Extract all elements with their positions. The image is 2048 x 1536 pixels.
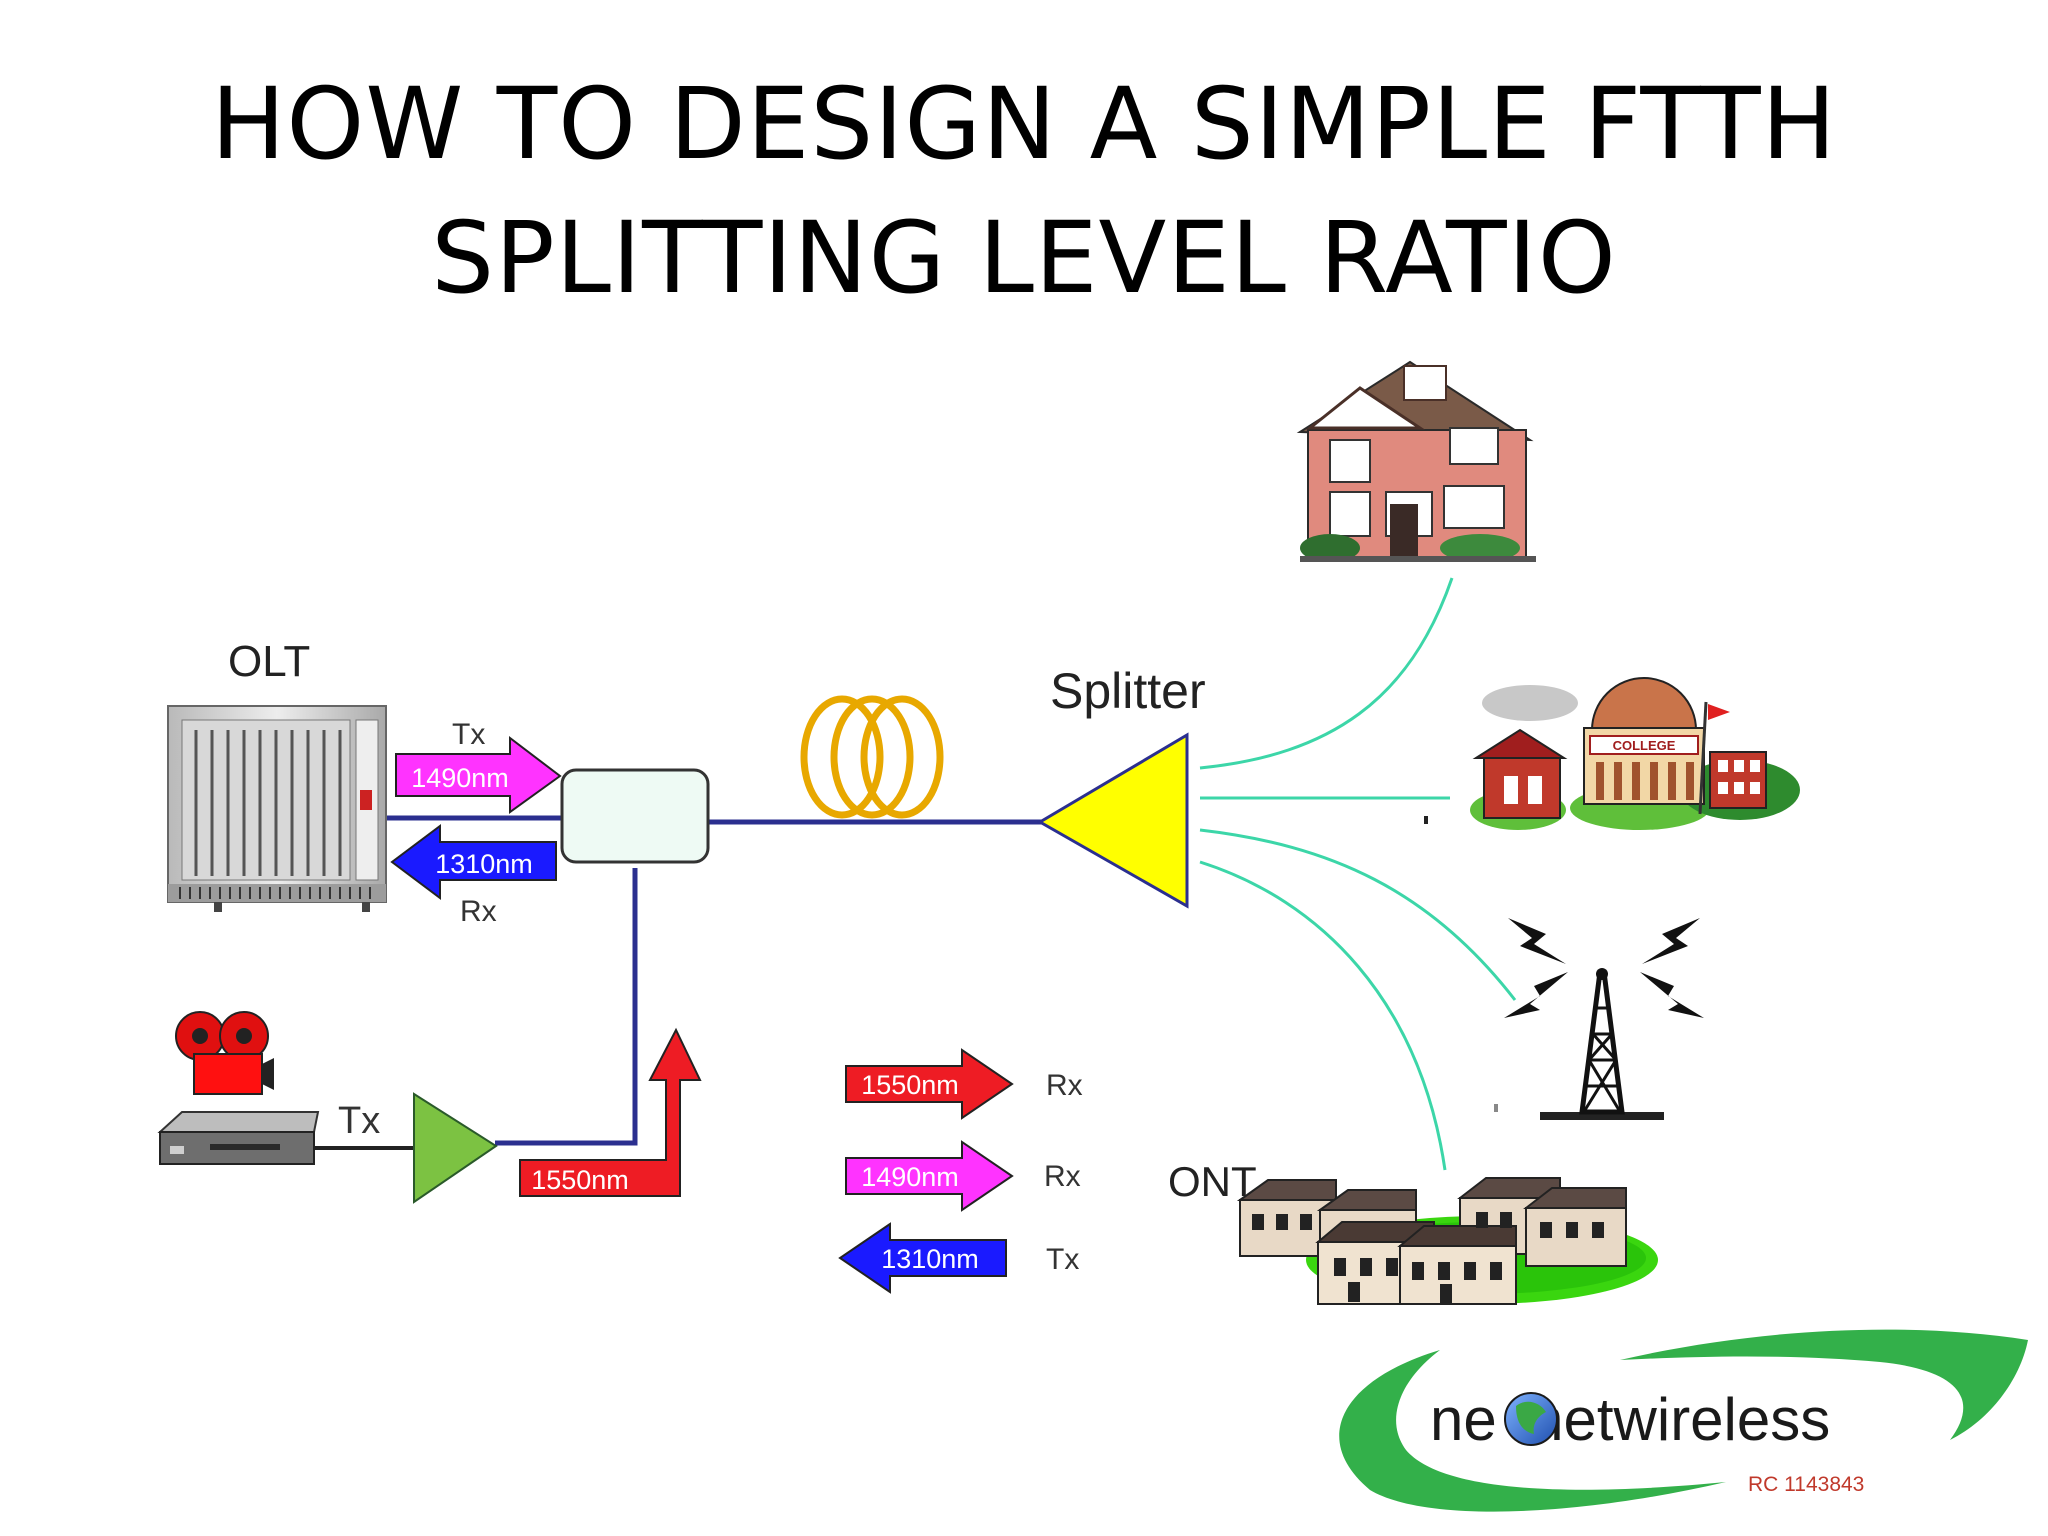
house-icon — [1296, 360, 1536, 562]
legend-direction-1310: Tx — [1046, 1243, 1079, 1276]
drop-fiber-house — [1199, 577, 1454, 770]
title-line-1: HOW TO DESIGN A SIMPLE FTTH — [210, 67, 1838, 182]
splitter-triangle-icon — [1037, 732, 1189, 909]
drop-fibers — [1199, 577, 1517, 1171]
legend: 1550nm Rx 1490nm Rx 1310nm Tx — [838, 1048, 1083, 1294]
olt-tx-arrow: 1490nm — [395, 735, 562, 814]
college-icon: COLLEGE — [1470, 677, 1800, 830]
drop-fiber-tower — [1199, 828, 1517, 1001]
film-camera-icon — [175, 1011, 274, 1095]
stray-mark — [1424, 816, 1428, 824]
legend-direction-1550: Rx — [1046, 1069, 1083, 1102]
logo-swoosh-top — [1620, 1329, 2028, 1440]
video-tx-label: Tx — [338, 1100, 380, 1142]
globe-land — [1516, 1401, 1546, 1434]
video-fiber — [495, 868, 638, 1146]
olt-rx-arrow: 1310nm — [390, 824, 557, 900]
splitter-label: Splitter — [1050, 663, 1206, 719]
logo-registration: RC 1143843 — [1748, 1473, 1864, 1496]
legend-wavelength-1550: 1550nm — [861, 1070, 959, 1100]
wdm-coupler-icon — [560, 768, 710, 864]
legend-wavelength-1490: 1490nm — [861, 1162, 959, 1192]
legend-wavelength-1310: 1310nm — [881, 1244, 979, 1274]
olt-tx-label: Tx — [452, 718, 485, 751]
stray-mark — [1494, 1104, 1498, 1112]
olt-rx-wavelength: 1310nm — [435, 849, 533, 879]
legend-direction-1490: Rx — [1044, 1160, 1081, 1193]
amplifier-icon — [413, 1092, 498, 1204]
olt-label: OLT — [228, 637, 310, 686]
college-sign: COLLEGE — [1613, 738, 1676, 753]
legend-item-1490: 1490nm Rx — [845, 1140, 1081, 1212]
radio-tower-icon — [1504, 918, 1704, 1120]
video-1550-arrow: 1550nm — [519, 1027, 702, 1197]
ont-houses-icon — [1236, 1177, 1658, 1305]
olt-rack-icon — [167, 705, 387, 912]
olt-rx-label: Rx — [460, 895, 497, 928]
brand-logo: neonetwireless RC 1143843 — [1339, 1329, 2028, 1512]
legend-item-1550: 1550nm Rx — [845, 1048, 1083, 1120]
drop-fiber-ont — [1199, 860, 1447, 1171]
fiber-coil-icon — [800, 695, 944, 819]
video-wavelength: 1550nm — [531, 1165, 629, 1195]
page-title: HOW TO DESIGN A SIMPLE FTTH SPLITTING LE… — [0, 58, 2048, 326]
ont-label: ONT — [1168, 1158, 1257, 1205]
title-line-2: SPLITTING LEVEL RATIO — [431, 201, 1617, 316]
video-player-icon — [157, 1111, 320, 1165]
feeder-fibers — [386, 815, 1045, 1146]
logo-swoosh-bottom — [1339, 1350, 1726, 1512]
legend-item-1310: 1310nm Tx — [838, 1222, 1079, 1294]
olt-tx-wavelength: 1490nm — [411, 763, 509, 793]
logo-brand: neonetwireless — [1430, 1386, 1830, 1453]
